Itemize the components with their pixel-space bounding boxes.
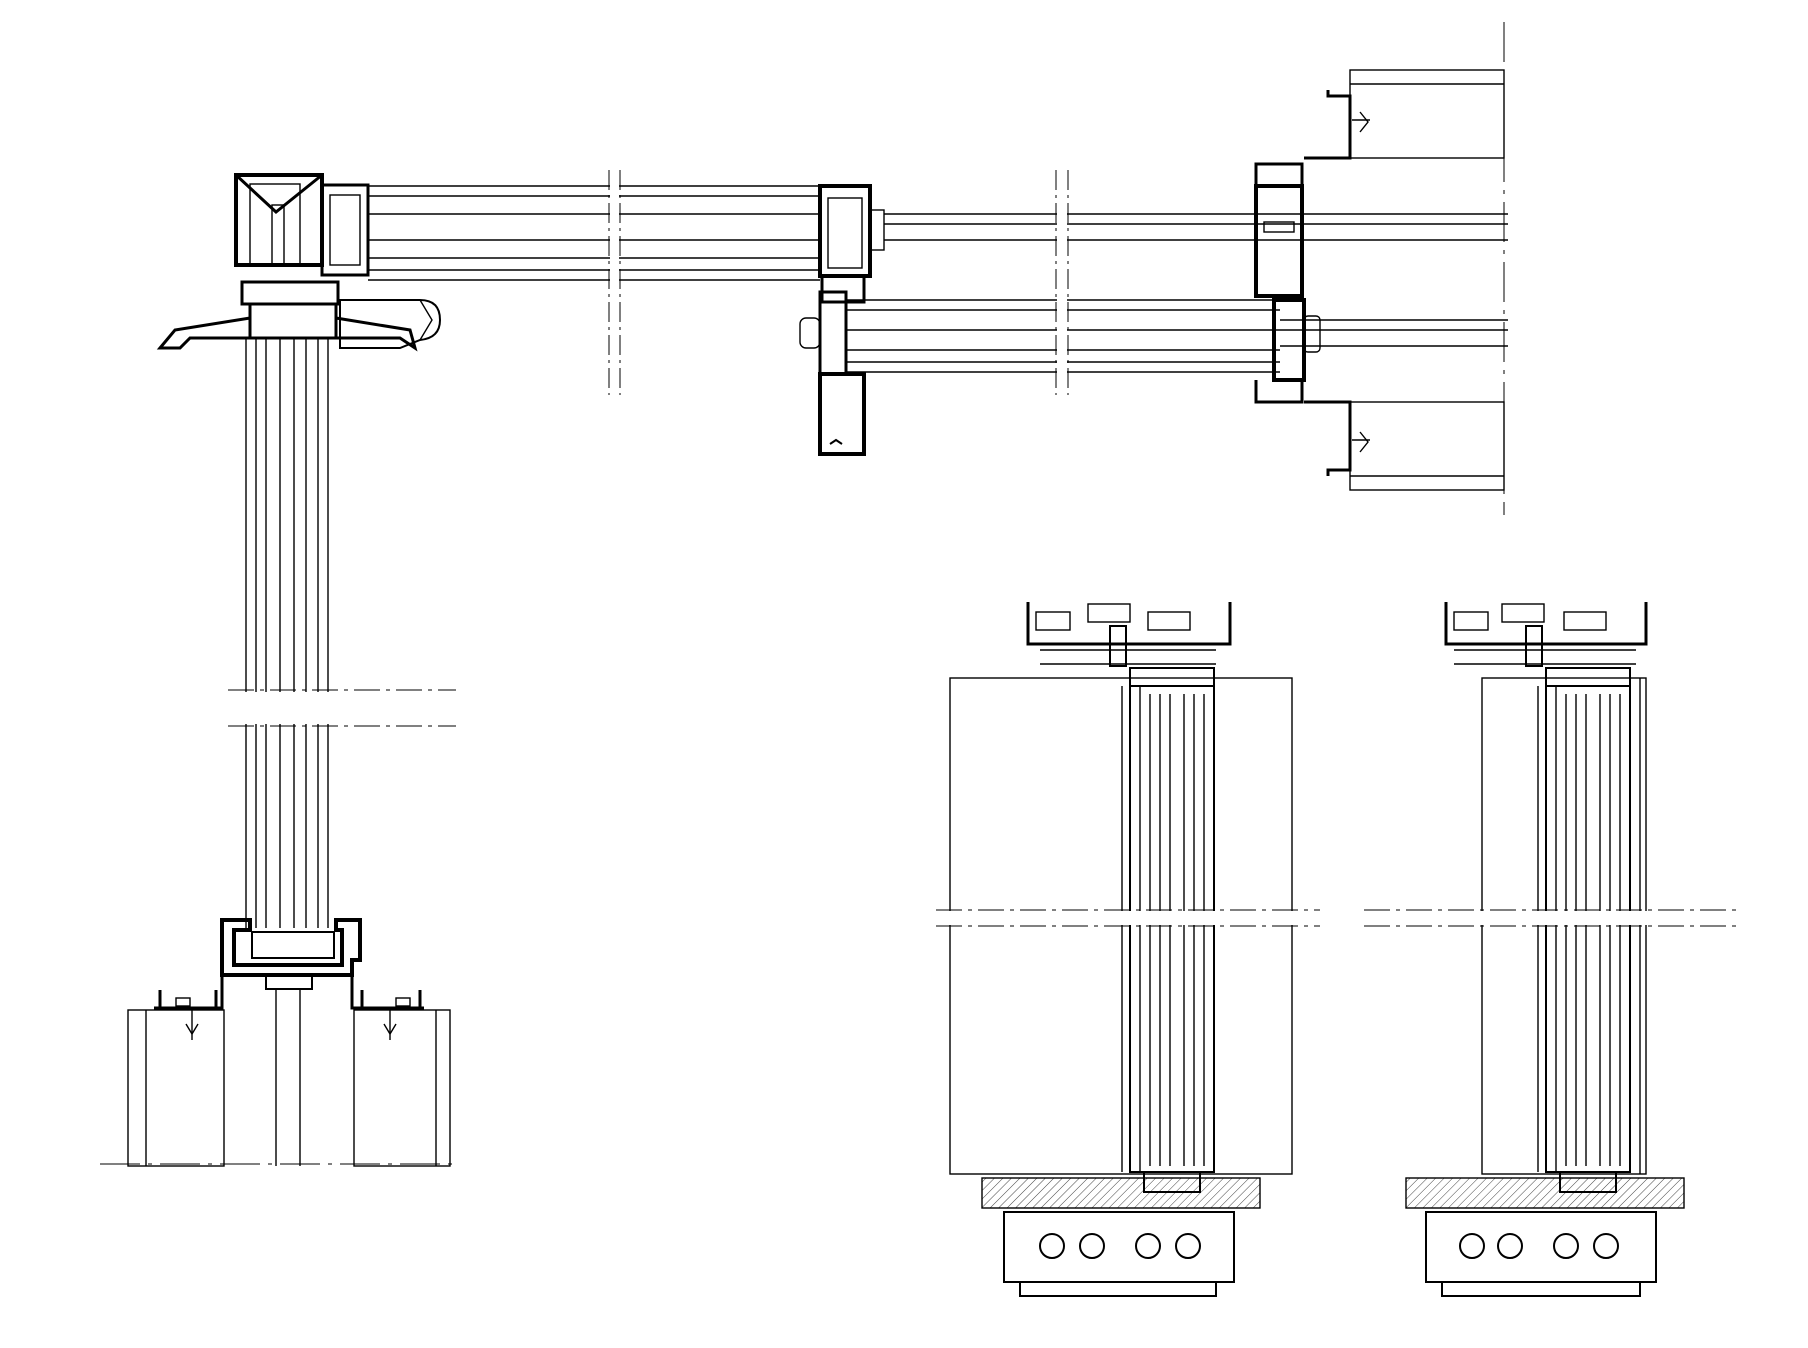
break-lines-top-2 [1055,170,1069,395]
inner-sash-jamb-left [799,290,866,456]
handle-profile [339,299,442,349]
bottom-sill-right [1405,1171,1685,1297]
vertical-section-left [100,173,456,1167]
horizontal-section-top [368,22,1508,515]
head-flashing [156,316,418,352]
sliding-section-right [1364,602,1740,1297]
wall-substrate [127,990,451,1167]
sliding-section-middle [936,602,1320,1297]
head-frame-profile [234,173,370,340]
wall-jamb-top [1304,69,1505,160]
wall-jamb-bottom [1304,400,1505,491]
sill-anchor-left [154,990,220,1040]
sliding-glazing-right [1537,678,1641,1174]
break-line-right [1364,909,1740,927]
break-line-middle [936,909,1320,927]
sliding-glazing-middle [1121,685,1215,1173]
roller-track-middle [1003,1211,1235,1297]
break-line-vertical-section [228,689,456,727]
inner-sash-jamb-right [1254,162,1321,404]
sill-anchor-right [358,990,424,1040]
bottom-sill-middle [981,1171,1261,1297]
interlock-profile [818,184,885,304]
top-track-middle [1026,602,1232,687]
sill-frame-profile [198,918,378,1010]
vertical-glazing-unit [245,338,329,928]
top-track-right [1444,602,1648,687]
break-lines-top-1 [608,170,621,395]
inner-sash-rails [846,213,1508,373]
outer-sash-rails [368,185,820,281]
roller-track-right [1425,1211,1657,1297]
